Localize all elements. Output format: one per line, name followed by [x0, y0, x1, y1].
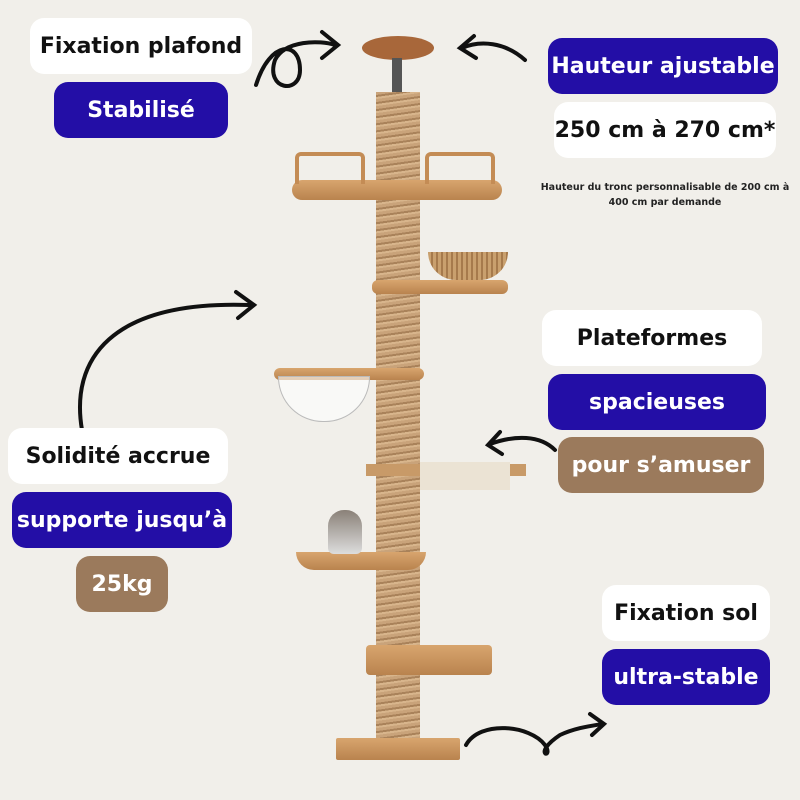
- cat-platform: [296, 552, 426, 570]
- basket-platform: [372, 280, 508, 294]
- basket: [428, 252, 508, 280]
- badge-spacious: spacieuses: [548, 374, 766, 430]
- ceiling-rod: [392, 58, 402, 94]
- label-floor-fix: Fixation sol: [602, 585, 770, 641]
- badge-weight: 25kg: [76, 556, 168, 612]
- badge-supports: supporte jusqu’à: [12, 492, 232, 548]
- label-height-range: 250 cm à 270 cm*: [554, 102, 776, 158]
- top-platform: [292, 180, 502, 200]
- bed-left: [295, 152, 365, 184]
- base-plate: [336, 738, 460, 760]
- sisal-pole: [376, 92, 420, 742]
- badge-ultra-stable: ultra-stable: [602, 649, 770, 705]
- hammock: [420, 462, 510, 490]
- badge-stabilized: Stabilisé: [54, 82, 228, 138]
- label-platforms: Plateformes: [542, 310, 762, 366]
- label-solidity: Solidité accrue: [8, 428, 228, 484]
- height-note: Hauteur du tronc personnalisable de 200 …: [540, 182, 790, 208]
- bed-right: [425, 152, 495, 184]
- label-ceiling-fix: Fixation plafond: [30, 18, 252, 74]
- badge-adjustable-height: Hauteur ajustable: [548, 38, 778, 94]
- kitten: [328, 510, 362, 554]
- badge-for-fun: pour s’amuser: [558, 437, 764, 493]
- ceiling-plate: [362, 36, 434, 60]
- arrow-ceiling: [254, 40, 337, 88]
- bottom-platform: [366, 645, 492, 675]
